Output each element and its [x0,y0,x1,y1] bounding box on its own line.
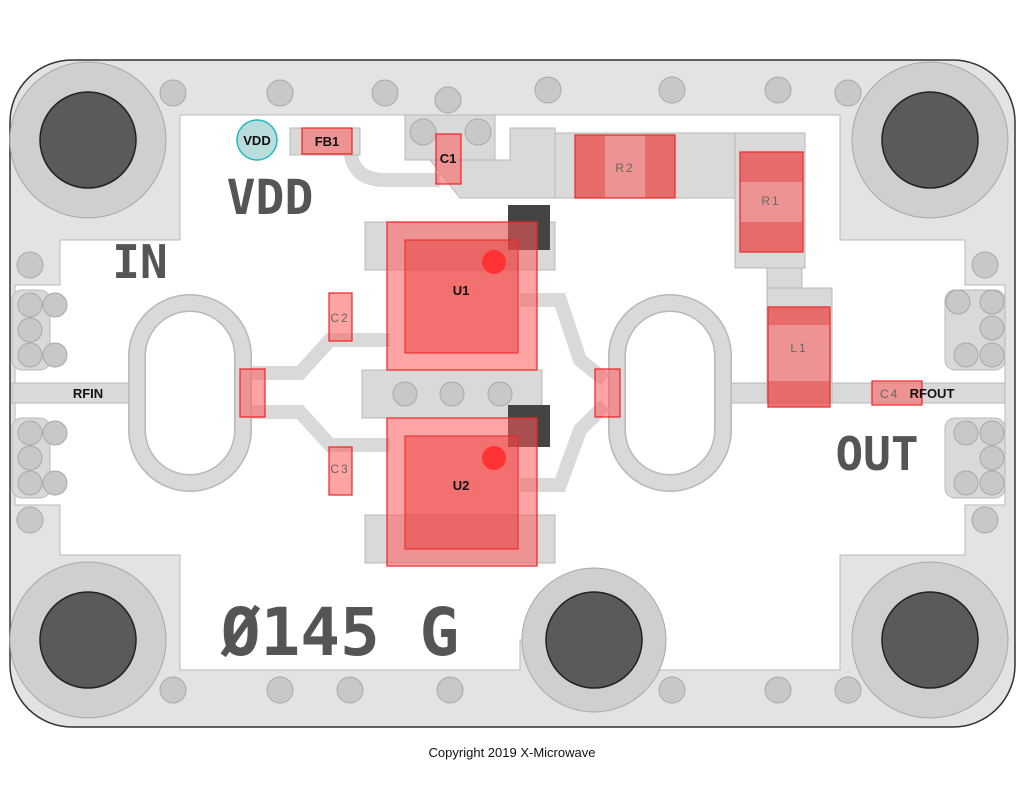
right-ground-block-top [944,289,1006,371]
copyright-text: Copyright 2019 X-Microwave [429,745,596,760]
mounting-hole-top-left [9,61,167,219]
svg-text:C2: C2 [330,311,349,325]
svg-text:R1: R1 [761,194,780,208]
mounting-hole-bottom-center [521,567,667,713]
output-coupler-capacitor[interactable] [594,368,621,418]
silkscreen-out: OUT [835,427,918,481]
input-coupler-capacitor[interactable] [239,368,266,418]
svg-text:U1: U1 [453,283,470,298]
left-ground-block-top [11,289,68,371]
rfout-label: RFOUT [910,386,955,401]
svg-text:FB1: FB1 [315,134,340,149]
component-r2[interactable]: R2 [574,134,676,199]
component-c4[interactable]: C4 [871,380,923,406]
left-ground-block-bottom [11,417,68,499]
svg-text:VDD: VDD [243,133,270,148]
edge-vias [16,76,999,704]
silkscreen-part-number: Ø145 G [220,594,459,671]
svg-text:U2: U2 [453,478,470,493]
component-c1[interactable]: C1 [435,133,462,185]
rfin-label: RFIN [73,386,103,401]
component-u2[interactable]: U2 [386,417,538,567]
right-ground-block-bottom [944,417,1006,499]
silkscreen-in: IN [112,235,167,289]
svg-text:C4: C4 [880,387,899,401]
silkscreen-vdd: VDD [227,170,314,226]
svg-text:C3: C3 [330,462,349,476]
component-r1[interactable]: R1 [739,151,804,253]
svg-text:R2: R2 [615,161,634,175]
vdd-pin[interactable]: VDD [236,119,278,161]
component-l1[interactable]: L1 [767,306,831,408]
component-fb1[interactable]: FB1 [301,127,353,155]
mounting-hole-bottom-right [851,561,1009,719]
mounting-hole-top-right [851,61,1009,219]
svg-text:L1: L1 [790,341,807,355]
svg-text:C1: C1 [440,151,457,166]
mounting-hole-bottom-left [9,561,167,719]
component-c3[interactable]: C3 [328,446,353,496]
component-u1[interactable]: U1 [386,221,538,371]
component-c2[interactable]: C2 [328,292,353,342]
